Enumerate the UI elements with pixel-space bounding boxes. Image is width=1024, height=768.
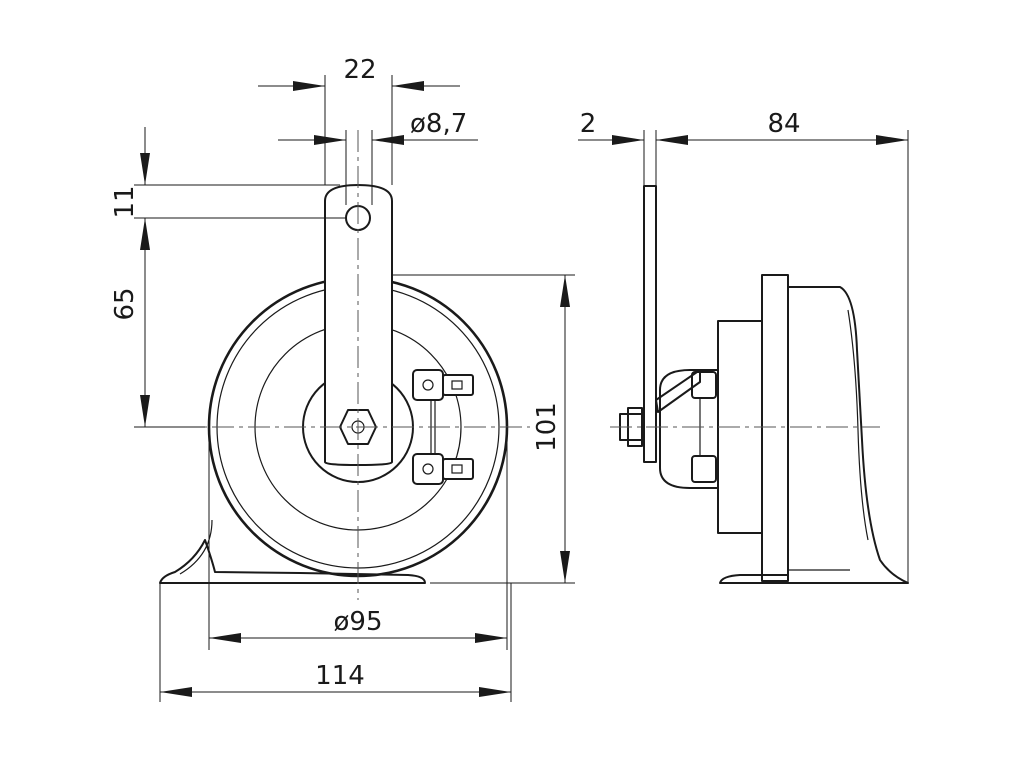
front-base-foot xyxy=(159,539,426,584)
side-flange xyxy=(761,274,789,582)
terminal-upper xyxy=(412,369,474,401)
side-bracket-bend xyxy=(655,369,701,413)
front-view xyxy=(140,130,530,600)
dim-hole-to-top: 11 xyxy=(110,185,140,218)
dimension-lines: 22 ø8,7 11 65 101 ø95 xyxy=(110,55,909,702)
side-terminal-bottom xyxy=(691,455,717,483)
side-main-dome xyxy=(719,286,909,584)
front-base-flare xyxy=(179,519,213,575)
dim-total-height: 101 xyxy=(532,402,562,452)
terminal-lower xyxy=(412,453,474,485)
dim-body-diameter: ø95 xyxy=(334,607,383,637)
dim-hole-diameter: ø8,7 xyxy=(410,109,467,139)
dim-total-width: 114 xyxy=(315,661,365,691)
dim-hole-to-center: 65 xyxy=(110,287,140,320)
dim-total-depth: 84 xyxy=(767,109,800,139)
side-dome-inner xyxy=(847,309,869,541)
side-bracket xyxy=(643,185,657,463)
side-terminal-top xyxy=(691,371,717,399)
dim-bracket-width: 22 xyxy=(343,55,376,85)
side-rear-housing xyxy=(659,369,719,489)
dim-bracket-thickness: 2 xyxy=(580,109,597,139)
side-view xyxy=(610,185,909,584)
